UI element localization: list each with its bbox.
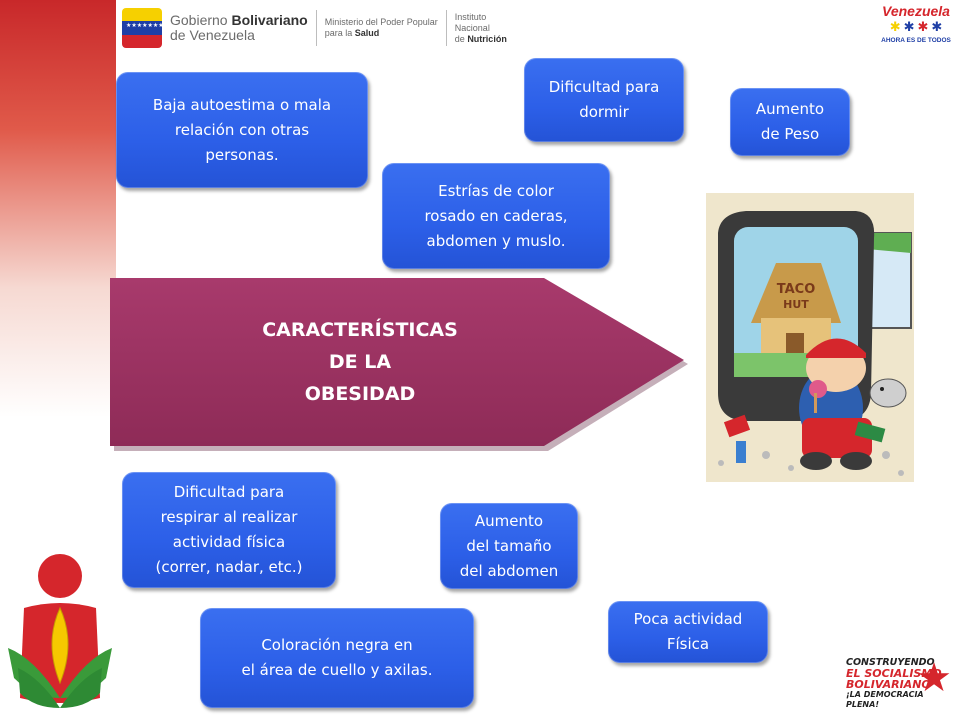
- svg-text:TACO: TACO: [777, 282, 816, 297]
- box-dificultad-respirar: Dificultad para respirar al realizar act…: [122, 472, 336, 588]
- header-divider: [445, 10, 447, 46]
- box-aumento-abdomen: Aumento del tamaño del abdomen: [440, 503, 578, 589]
- construyendo-socialismo-slogan: ★ CONSTRUYENDO EL SOCIALISMO BOLIVARIANO…: [846, 655, 952, 710]
- box-poca-actividad: Poca actividad Física: [608, 601, 768, 663]
- institute-name: Instituto Nacional de Nutrición: [454, 11, 507, 44]
- svg-text:HUT: HUT: [783, 298, 809, 311]
- government-logo: ★★★★★★★★ Gobierno Bolivariano de Venezue…: [122, 6, 507, 50]
- box-dificultad-dormir: Dificultad para dormir: [524, 58, 684, 142]
- ministry-name: Ministerio del Poder Popular para la Sal…: [324, 17, 438, 38]
- box-baja-autoestima: Baja autoestima o mala relación con otra…: [116, 72, 368, 188]
- red-star-icon: ★: [916, 655, 952, 701]
- corn-person-logo: [8, 554, 112, 708]
- obese-child-tv-illustration: TACO HUT: [706, 193, 914, 482]
- box-aumento-peso: Aumento de Peso: [730, 88, 850, 156]
- box-coloracion-negra: Coloración negra en el área de cuello y …: [200, 608, 474, 708]
- characteristics-arrow: [110, 278, 688, 451]
- people-figures-icon: ✱✱✱✱: [889, 20, 943, 35]
- left-decorative-strip: [0, 0, 116, 720]
- box-estrias: Estrías de color rosado en caderas, abdo…: [382, 163, 610, 269]
- government-name: Gobierno Bolivariano de Venezuela: [170, 12, 308, 43]
- header-divider: [315, 10, 317, 46]
- venezuela-flag-icon: ★★★★★★★★: [122, 8, 162, 48]
- arrow-title: CARACTERÍSTICAS DE LA OBESIDAD: [262, 319, 458, 405]
- venezuela-ahora-logo: Venezuela ✱✱✱✱ AHORA ES DE TODOS: [878, 4, 954, 50]
